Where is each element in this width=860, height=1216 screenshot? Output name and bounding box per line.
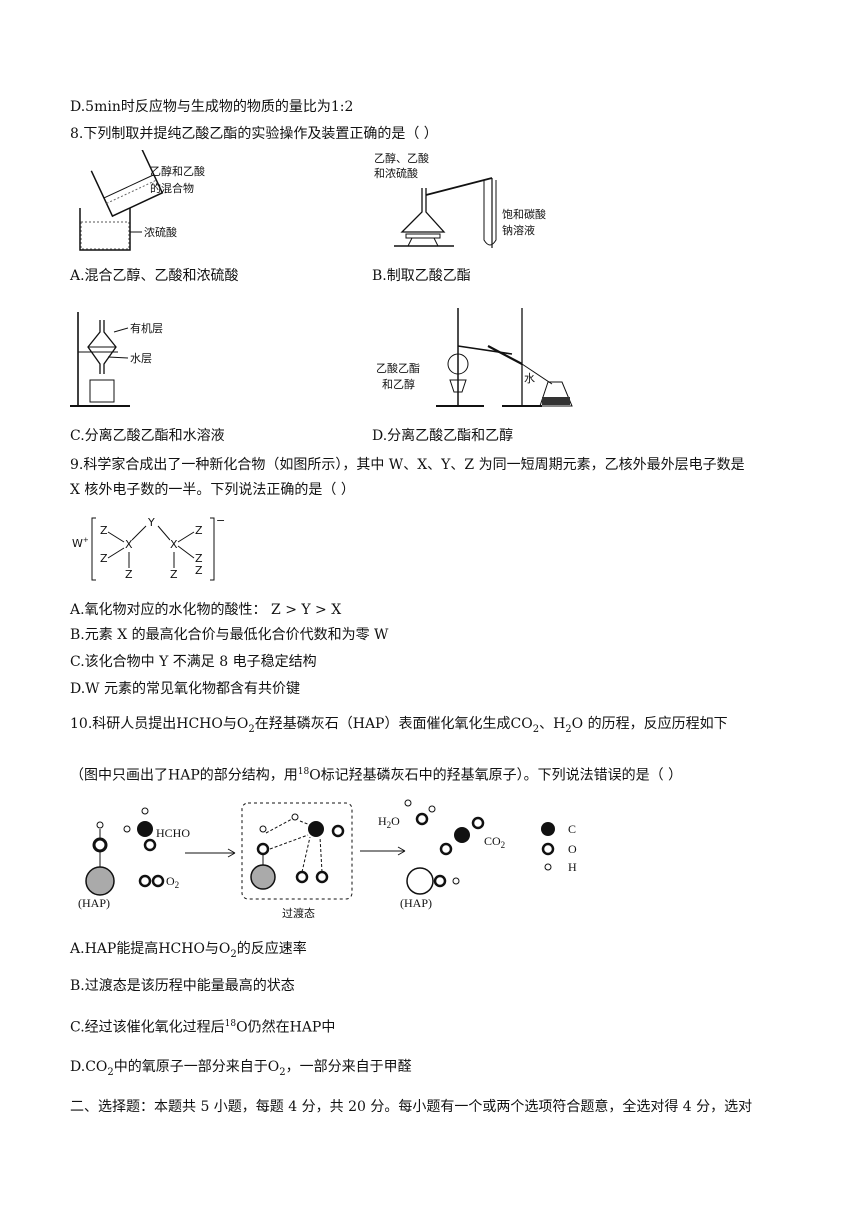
section-2-heading: 二、选择题：本题共 5 小题，每题 4 分，共 20 分。每小题有一个或两个选项… [70,1099,753,1115]
q9-option-b: B.元素 X 的最高化合价与最低化合价代数和为零 W [70,627,389,643]
q10-reaction-diagram: (HAP) HCHO O2 过渡态 H2O [70,795,630,925]
svg-text:Z: Z [195,564,203,577]
distillation-apparatus: 乙酸乙酯 和乙醇 水 [376,308,573,407]
fig-b-label2: 和浓硫酸 [374,166,418,180]
fig-b-label3: 饱和碳酸 [502,207,546,221]
q8-option-c: C.分离乙酸乙酯和水溶液 [70,428,225,444]
mixing-diagram: 乙醇和乙酸 的混合物 浓硫酸 [79,147,205,251]
hap-atom-left [85,866,115,896]
svg-text:Z: Z [195,524,203,537]
q8-figure-b: 乙醇、乙酸 和浓硫酸 饱和碳酸 钠溶液 [372,150,592,260]
fig-d-label3: 水 [524,372,535,385]
svg-text:O2: O2 [166,874,179,890]
svg-text:(HAP): (HAP) [78,896,110,910]
q9-option-a: A.氧化物对应的水化物的酸性： Z > Y > X [70,602,342,618]
reflux-apparatus: 乙醇、乙酸 和浓硫酸 饱和碳酸 钠溶液 [374,151,546,248]
svg-text:(HAP): (HAP) [400,896,432,910]
q8-figure-a: 乙醇和乙酸 的混合物 浓硫酸 [70,147,330,260]
fig-d-label2: 和乙醇 [382,377,415,391]
legend-h-icon [544,863,552,871]
legend-c-icon [541,822,555,836]
q8-stem: 8.下列制取并提纯乙酸乙酯的实验操作及装置正确的是（ ） [70,126,438,142]
svg-text:X: X [125,538,133,551]
fig-b-label4: 钠溶液 [502,223,535,237]
q10-option-d: D.CO2中的氧原子一部分来自于O2，一部分来自于甲醛 [70,1059,412,1078]
q7-option-d: D.5min时反应物与生成物的物质的量比为1:2 [70,99,354,115]
q9-stem-line2: X 核外电子数的一半。下列说法正确的是（ ） [70,482,355,498]
svg-text:X: X [170,538,178,551]
q8-option-b: B.制取乙酸乙酯 [372,268,471,284]
q10-stem-line1: 10.科研人员提出HCHO与O2在羟基磷灰石（HAP）表面催化氧化生成CO2、H… [70,716,728,735]
fig-b-label1: 乙醇、乙酸 [374,151,429,165]
svg-text:Y: Y [147,516,155,529]
svg-text:C: C [568,822,576,836]
q10-option-b: B.过渡态是该历程中能量最高的状态 [70,978,295,994]
q8-option-a: A.混合乙醇、乙酸和浓硫酸 [70,268,239,284]
svg-text:H2O: H2O [378,814,400,830]
svg-text:Z: Z [100,524,108,537]
svg-text:Z: Z [125,568,133,581]
q10-stem-line2: （图中只画出了HAP的部分结构，用18O标记羟基磷灰石中的羟基氧原子）。下列说法… [70,767,683,784]
q9-option-d: D.W 元素的常见氧化物都含有共价键 [70,681,301,697]
svg-text:Z: Z [100,552,108,565]
fig-a-label3: 浓硫酸 [144,225,177,239]
fig-c-label1: 有机层 [130,321,163,335]
q10-option-c: C.经过该催化氧化过程后18O仍然在HAP中 [70,1019,336,1036]
svg-text:W+: W+ [72,536,89,550]
q10-option-a: A.HAP能提高HCHO与O2的反应速率 [70,941,307,960]
svg-text:Z: Z [195,552,203,565]
svg-text:CO2: CO2 [484,834,505,850]
transition-label: 过渡态 [282,906,315,920]
svg-text:−: − [216,514,225,527]
q8-figure-d: 乙酸乙酯 和乙醇 水 [372,302,592,412]
q9-option-c: C.该化合物中 Y 不满足 8 电子稳定结构 [70,654,317,670]
fig-a-label1: 乙醇和乙酸 [150,164,205,178]
structure-formula: W+ − Y X X Z Z Z Z Z Z Z [72,514,225,581]
fig-d-label1: 乙酸乙酯 [376,361,420,375]
legend-o-icon [541,842,555,856]
q8-figure-c: 有机层 水层 [70,302,270,412]
fig-c-label2: 水层 [130,352,152,365]
fig-a-label2: 的混合物 [150,181,194,195]
q9-stem-line1: 9.科学家合成出了一种新化合物（如图所示），其中 W、X、Y、Z 为同一短周期元… [70,457,745,473]
svg-text:H: H [568,860,577,874]
q9-structure: W+ − Y X X Z Z Z Z Z Z Z [70,512,230,584]
transition-box [241,802,353,900]
cation-w: W [72,537,83,550]
svg-text:O: O [568,842,577,856]
svg-text:Z: Z [170,568,178,581]
svg-text:HCHO: HCHO [156,826,190,840]
reaction-mechanism: (HAP) HCHO O2 过渡态 H2O [78,799,577,920]
q8-option-d: D.分离乙酸乙酯和乙醇 [372,428,514,444]
separatory-funnel: 有机层 水层 [70,312,163,407]
